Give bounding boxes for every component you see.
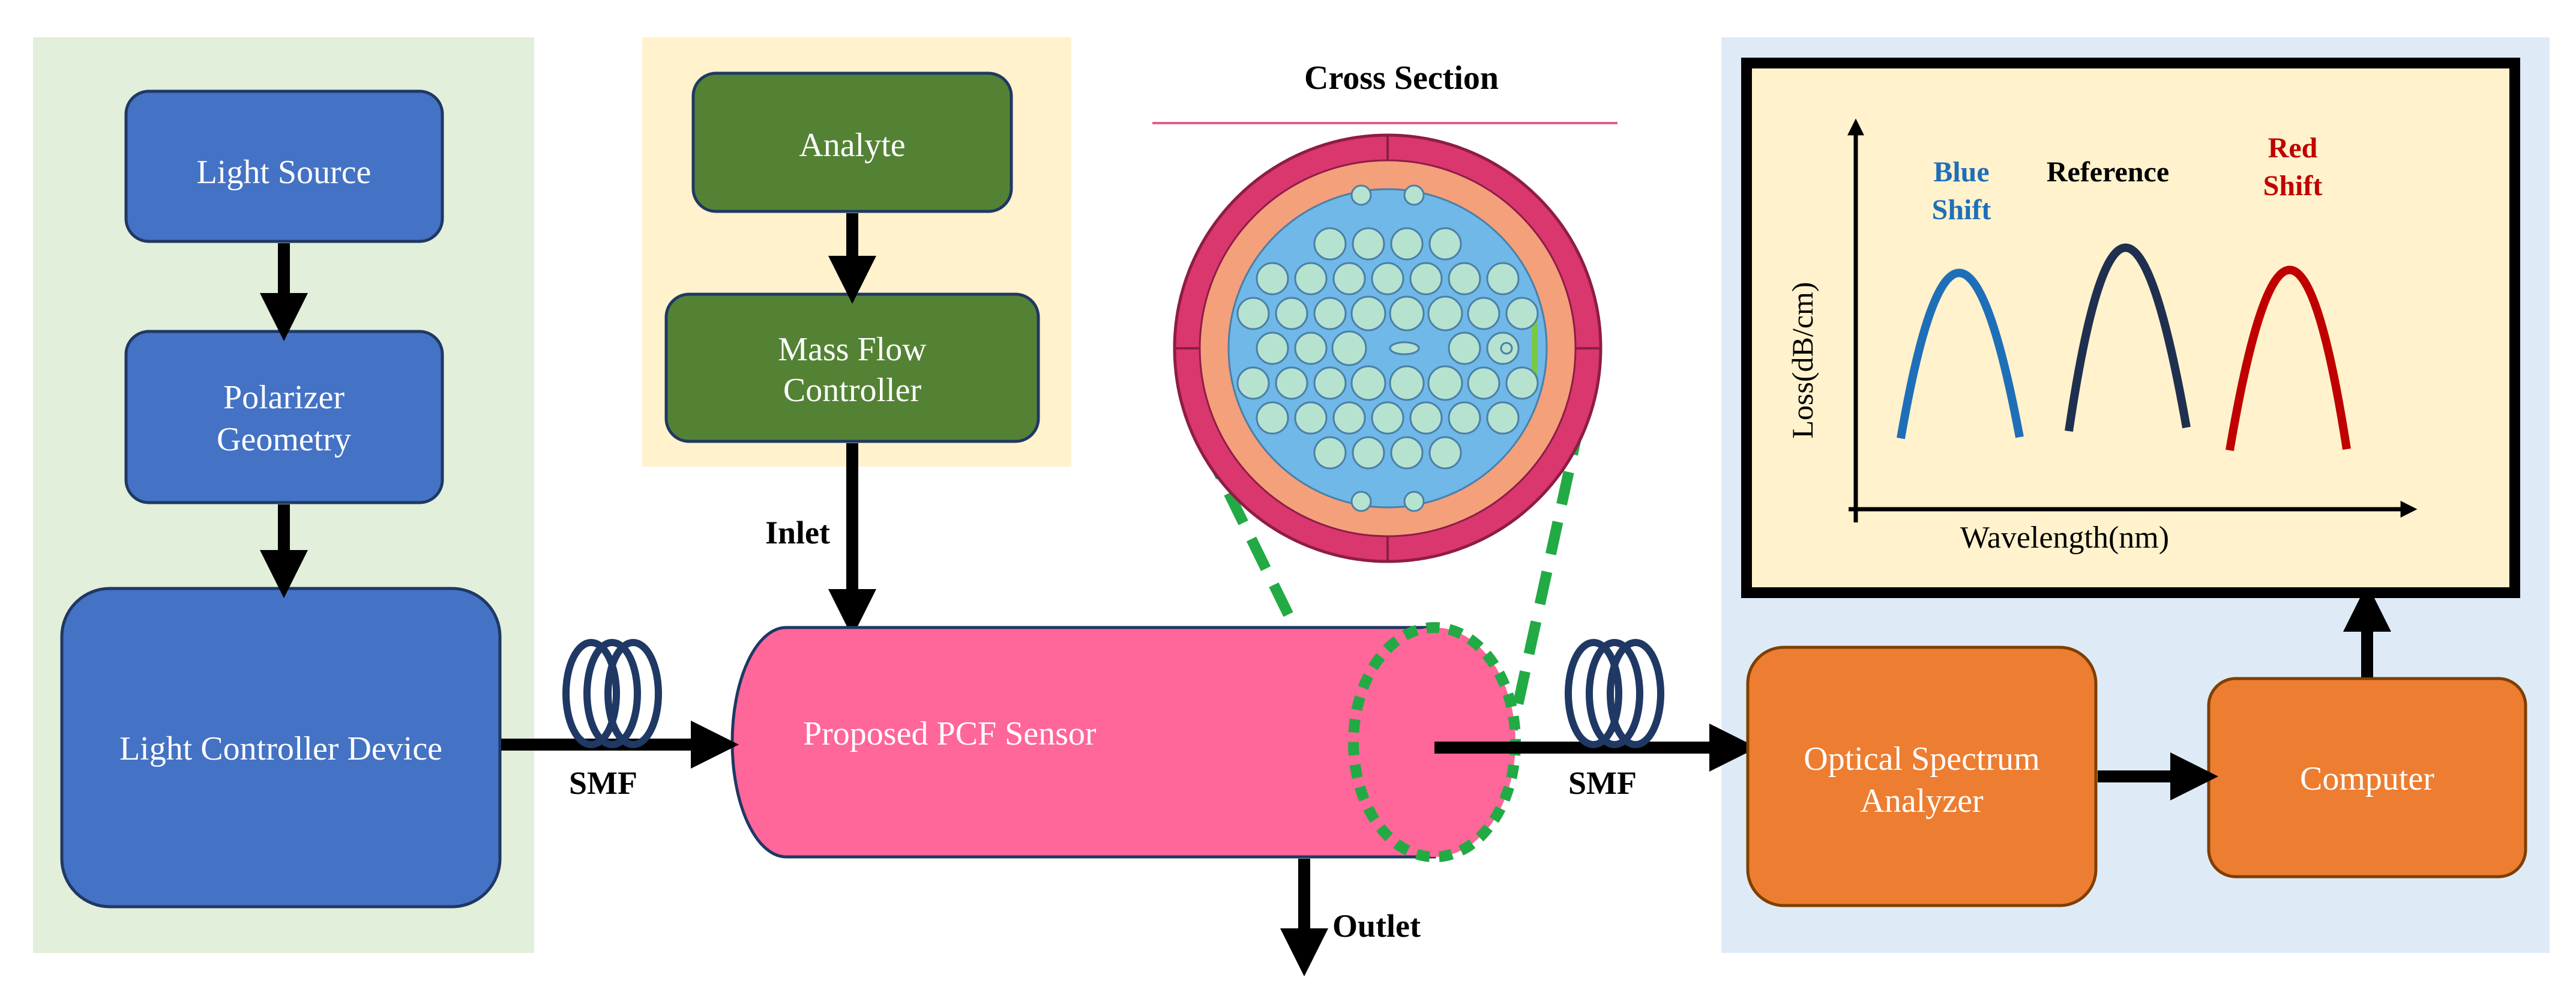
smf-left-label: SMF [569, 765, 637, 801]
air-hole [1350, 295, 1386, 331]
analyte-box [691, 71, 1013, 213]
outlet-label: Outlet [1332, 908, 1421, 944]
polarizer-label-line1: Polarizer [223, 379, 345, 416]
air-hole [1486, 401, 1520, 435]
air-hole [1236, 297, 1270, 330]
air-hole [1448, 262, 1481, 295]
mfc-label-line2: Controller [783, 372, 922, 409]
air-hole [1389, 365, 1425, 401]
air-hole [1313, 297, 1347, 330]
blue-shift-curve [1897, 268, 2024, 440]
graph-xlabel: Wavelength(nm) [1960, 521, 2169, 555]
pcf-sensor-cylinder: Proposed PCF Sensor [730, 622, 1521, 862]
air-hole [1467, 366, 1500, 400]
air-hole [1256, 401, 1289, 435]
blue-shift-label-line1: Blue [1933, 156, 1989, 188]
air-hole [1390, 227, 1424, 261]
air-hole [1505, 297, 1539, 330]
air-hole [1313, 436, 1347, 470]
reference-curve [2065, 243, 2191, 432]
air-hole [1409, 262, 1443, 295]
air-hole [1486, 262, 1520, 295]
air-hole [1294, 401, 1328, 435]
computer-label: Computer [2300, 760, 2434, 797]
inlet-label: Inlet [765, 515, 830, 551]
air-hole-small [1403, 491, 1425, 512]
air-hole [1371, 262, 1404, 295]
air-hole [1352, 436, 1385, 470]
air-hole [1409, 401, 1443, 435]
red-shift-label-line2: Shift [2263, 170, 2323, 202]
air-hole [1294, 262, 1328, 295]
pcf-cross-section [1173, 133, 1602, 563]
air-hole [1448, 331, 1481, 365]
air-hole [1256, 331, 1289, 365]
osa-box [1746, 646, 2098, 907]
center-elliptical-hole [1389, 341, 1420, 355]
light-source-label: Light Source [197, 154, 372, 191]
loss-spectrum-panel [1741, 58, 2520, 598]
air-hole [1236, 366, 1270, 400]
zoom-line-left [1201, 445, 1368, 768]
air-hole [1313, 227, 1347, 261]
air-hole [1448, 401, 1481, 435]
light-controller-label: Light Controller Device [119, 730, 442, 767]
air-hole [1275, 297, 1308, 330]
air-hole [1256, 262, 1289, 295]
air-hole [1427, 295, 1463, 331]
air-hole-small [1403, 184, 1425, 206]
small-side-hole [1500, 342, 1513, 355]
air-hole [1389, 295, 1425, 331]
air-hole [1352, 227, 1385, 261]
air-hole-small [1350, 491, 1372, 512]
air-hole [1427, 365, 1463, 401]
air-hole [1350, 365, 1386, 401]
air-hole [1428, 436, 1462, 470]
graph-ylabel: Loss(dB/cm) [1786, 282, 1819, 438]
cross-section-title: Cross Section [1304, 59, 1499, 97]
polarizer-label-line2: Geometry [217, 421, 351, 458]
osa-label-line2: Analyzer [1860, 782, 1984, 820]
osa-label-line1: Optical Spectrum [1804, 740, 2039, 778]
metal-coating-strip [1532, 309, 1538, 378]
air-hole [1390, 436, 1424, 470]
air-hole [1313, 366, 1347, 400]
mfc-label-line1: Mass Flow [778, 331, 927, 368]
polarizer-box [124, 330, 444, 504]
air-hole-small [1350, 184, 1372, 206]
smf-left-coil-icon [562, 639, 662, 748]
air-hole [1371, 401, 1404, 435]
air-hole-array [1236, 184, 1539, 512]
air-hole [1505, 366, 1539, 400]
air-hole [1332, 262, 1366, 295]
air-hole [1294, 331, 1328, 365]
smf-right-label: SMF [1568, 765, 1637, 801]
light-source-box [124, 89, 444, 243]
sensor-label: Proposed PCF Sensor [803, 715, 1097, 752]
air-hole [1467, 297, 1500, 330]
reference-label: Reference [2047, 156, 2169, 188]
air-hole [1428, 227, 1462, 261]
red-shift-label-line1: Red [2268, 132, 2318, 164]
red-shift-curve [2225, 265, 2351, 452]
air-hole [1331, 330, 1367, 366]
blue-shift-label-line2: Shift [1932, 194, 1991, 226]
air-hole [1275, 366, 1308, 400]
analyte-label: Analyte [799, 127, 905, 164]
air-hole [1332, 401, 1366, 435]
smf-right-coil-icon [1565, 639, 1664, 748]
